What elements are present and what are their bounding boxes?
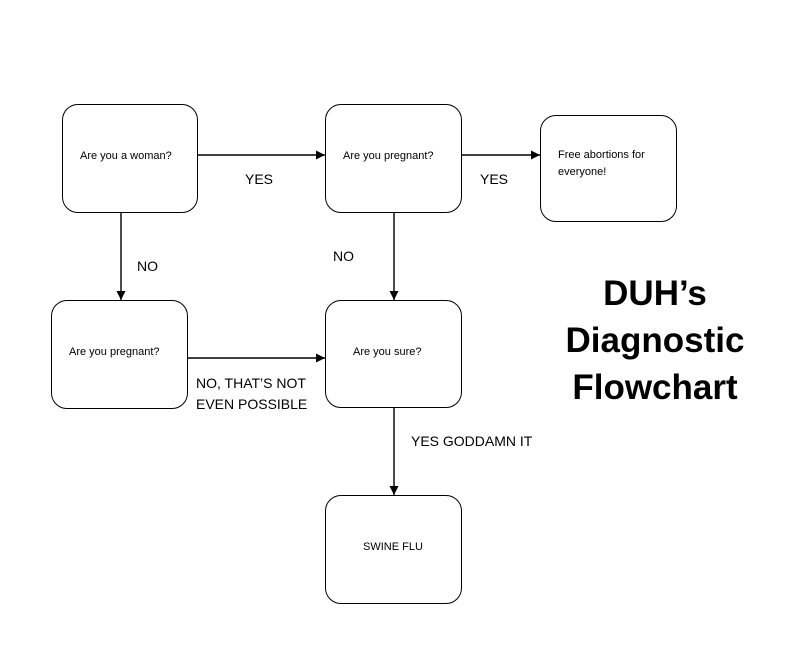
node-are-you-a-woman: Are you a woman? [62,104,198,213]
edge-label-not-possible-line1: NO, THAT’S NOT [196,375,306,391]
title-line-2: Diagnostic [565,321,745,360]
title-line-1: DUH’s [603,274,707,313]
node-label: Are you sure? [353,346,422,358]
edge-label-woman-no: NO [137,258,158,274]
edge-label-pregnant-yes: YES [480,171,509,187]
node-label-line1: Free abortions for [558,149,645,161]
node-label: Are you pregnant? [69,346,160,358]
node-are-you-sure: Are you sure? [325,300,462,408]
edge-label-not-possible-line2: EVEN POSSIBLE [196,396,308,412]
node-are-you-pregnant-left: Are you pregnant? [51,300,188,409]
edge-label-pregnant-no: NO [333,248,354,264]
node-are-you-pregnant-top: Are you pregnant? [325,104,462,213]
node-label: Are you pregnant? [343,150,434,162]
node-free-abortions: Free abortions for everyone! [540,115,677,222]
flowchart-title: DUH’s Diagnostic Flowchart [560,270,750,411]
edge-label-yes-goddamn: YES GODDAMN IT [411,433,533,449]
node-label-line2: everyone! [558,166,607,178]
node-label: Are you a woman? [80,150,172,162]
node-label: SWINE FLU [363,541,423,553]
node-swine-flu: SWINE FLU [325,495,462,604]
title-line-3: Flowchart [572,368,738,407]
edge-label-woman-yes: YES [245,171,274,187]
